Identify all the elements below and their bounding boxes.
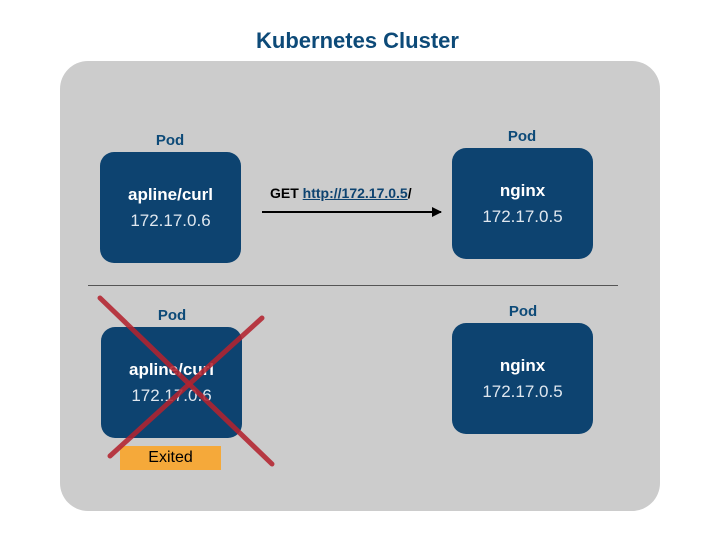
pod-top-client: apline/curl 172.17.0.6: [100, 152, 241, 263]
pod-name: nginx: [499, 180, 546, 200]
pod-label-bottom-server: Pod: [508, 303, 538, 320]
pod-label-bottom-client: Pod: [157, 307, 187, 324]
pod-name: nginx: [499, 355, 546, 375]
exited-status-badge: Exited: [120, 446, 221, 470]
request-url-trailing: /: [407, 185, 412, 201]
http-request-label: GET http://172.17.0.5/: [270, 185, 412, 201]
pod-bottom-client: apline/curl 172.17.0.6: [101, 327, 242, 438]
pod-ip: 172.17.0.5: [482, 381, 563, 401]
diagram-title: Kubernetes Cluster: [256, 28, 459, 53]
pod-top-server: nginx 172.17.0.5: [452, 148, 593, 259]
pod-ip: 172.17.0.6: [130, 210, 211, 230]
request-method: GET: [270, 185, 299, 201]
pod-ip: 172.17.0.6: [131, 385, 212, 405]
request-url: http://172.17.0.5: [302, 185, 408, 201]
pod-label-top-server: Pod: [507, 128, 537, 145]
pod-name: apline/curl: [127, 184, 214, 204]
pod-name: apline/curl: [128, 359, 215, 379]
pod-ip: 172.17.0.5: [482, 206, 563, 226]
row-divider: [88, 285, 618, 286]
pod-bottom-server: nginx 172.17.0.5: [452, 323, 593, 434]
pod-label-top-client: Pod: [155, 132, 185, 149]
